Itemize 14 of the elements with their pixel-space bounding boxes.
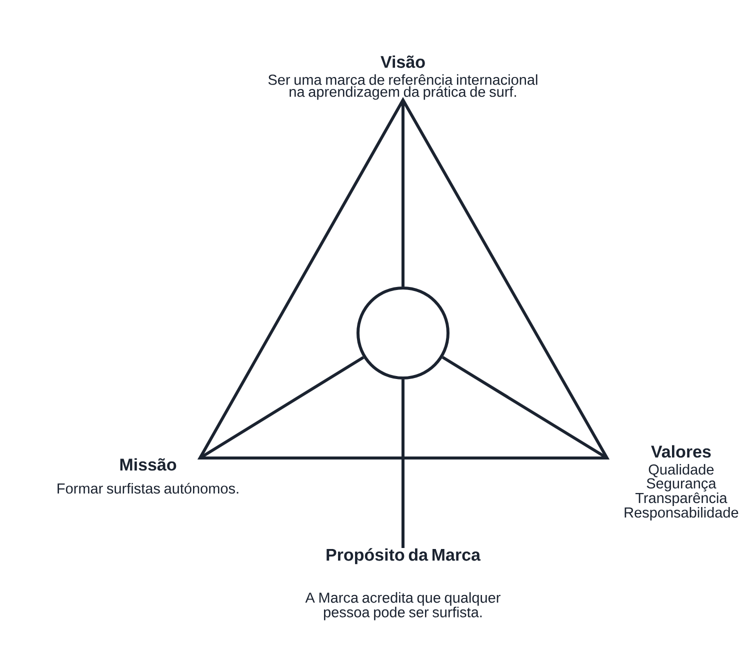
heading: Visão: [380, 55, 425, 68]
body-text: Ser uma marca de referência internacional na aprendizagem da prática de surf.: [268, 74, 538, 100]
body-text: Formar surfistas autónomos.: [58, 482, 238, 494]
connector-line: [402, 379, 404, 548]
heading: Missão: [120, 458, 176, 471]
connector-line: [402, 100, 404, 286]
heading: Valores: [651, 445, 711, 458]
body-text: Segurança: [646, 478, 716, 492]
body-text: Qualidade: [648, 464, 714, 478]
center-circle: [356, 286, 450, 380]
heading: Propósito da Marca: [326, 548, 481, 564]
body-text: Transparência: [635, 492, 728, 506]
body-text: Responsabilidade: [624, 507, 738, 521]
body-text: A Marca acredita que qualquer pessoa pode ser surfista.: [305, 592, 500, 620]
